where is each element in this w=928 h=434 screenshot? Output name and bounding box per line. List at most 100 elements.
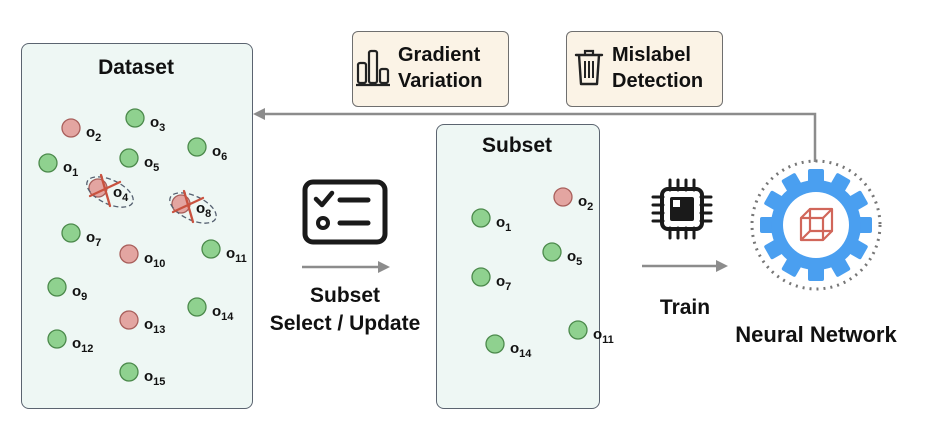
dataset-point-o7 (61, 223, 81, 243)
subset-point-o7 (471, 267, 491, 287)
point-label-base: o (510, 340, 519, 357)
point-label-subscript: 7 (95, 237, 101, 249)
dataset-point-o6 (187, 137, 207, 157)
gear-tooth (808, 267, 824, 281)
subset-panel (436, 124, 600, 409)
point-label-base: o (72, 283, 81, 300)
mislabel-dashed-ellipse (169, 192, 217, 224)
subset-point-label: o11 (593, 326, 614, 346)
gradient-variation-tag (352, 31, 509, 107)
point-label-base: o (86, 229, 95, 246)
mislabel-dashed-ellipse (86, 176, 134, 208)
point-label-base: o (144, 154, 153, 171)
subset-point-o5 (542, 242, 562, 262)
subset-point-o2 (553, 187, 573, 207)
point-label-subscript: 5 (153, 162, 159, 174)
point-label-subscript: 1 (505, 222, 511, 234)
point-label-base: o (144, 316, 153, 333)
point-label-base: o (113, 184, 122, 201)
point-label-base: o (63, 159, 72, 176)
point-label-subscript: 12 (81, 343, 93, 355)
dataset-point-label: o10 (144, 250, 165, 270)
gear-tooth (858, 217, 872, 233)
dataset-point-o5 (119, 148, 139, 168)
point-label-subscript: 15 (153, 376, 165, 388)
subset-point-label: o14 (510, 340, 532, 360)
gradient-variation-text: Gradient Variation (398, 42, 482, 94)
dataset-point-o14 (187, 297, 207, 317)
point-label-base: o (496, 273, 505, 290)
subset-point-label: o5 (567, 248, 582, 268)
dataset-point-label: o11 (226, 245, 247, 265)
point-label-base: o (212, 303, 221, 320)
point-label-subscript: 14 (221, 311, 234, 323)
gradient-line1: Gradient (398, 44, 481, 66)
point-label-subscript: 13 (153, 324, 165, 336)
point-label-subscript: 6 (221, 151, 227, 163)
point-label-base: o (144, 368, 153, 385)
checklist-icon (302, 179, 388, 245)
gear-tooth (760, 217, 774, 233)
point-label-base: o (496, 214, 505, 231)
point-label-subscript: 2 (95, 132, 101, 144)
point-label-subscript: 11 (602, 334, 614, 346)
subset-point-o14 (485, 334, 505, 354)
neural-network-label: Neural Network (735, 322, 897, 347)
point-label-base: o (196, 200, 205, 217)
point-label-base: o (212, 143, 221, 160)
train-arrow (642, 260, 728, 272)
point-label-subscript: 5 (576, 256, 582, 268)
subset-point-label: o7 (496, 273, 511, 293)
point-label-subscript: 11 (235, 253, 247, 265)
point-label-subscript: 14 (519, 348, 532, 360)
dataset-point-o9 (47, 277, 67, 297)
dataset-point-label: o12 (72, 335, 93, 355)
point-label-subscript: 7 (505, 281, 511, 293)
dataset-point-label: o15 (144, 368, 165, 388)
dataset-point-label: o8 (196, 200, 211, 220)
subset-point-o1 (471, 208, 491, 228)
subset-point-o11 (568, 320, 588, 340)
dataset-point-o13 (119, 310, 139, 330)
gradient-line2: Variation (398, 70, 483, 92)
mislabel-detection-text: Mislabel Detection (612, 42, 703, 94)
trash-icon (574, 49, 604, 86)
cpu-chip-icon (651, 178, 713, 240)
point-label-subscript: 9 (81, 291, 87, 303)
mislabel-line1: Mislabel (612, 44, 691, 66)
subset-title: Subset (481, 134, 552, 157)
point-label-base: o (144, 250, 153, 267)
dataset-point-o12 (47, 329, 67, 349)
select-line2: Select / Update (269, 312, 421, 335)
point-label-subscript: 1 (72, 167, 78, 179)
point-label-subscript: 2 (587, 201, 593, 213)
dataset-point-label: o1 (63, 159, 78, 179)
dataset-point-o10 (119, 244, 139, 264)
point-label-subscript: 3 (159, 122, 165, 134)
gear-tooth (808, 169, 824, 183)
mislabel-line2: Detection (612, 70, 704, 92)
dataset-point-o11 (201, 239, 221, 259)
dataset-point-o15 (119, 362, 139, 382)
point-label-base: o (150, 114, 159, 131)
select-line1: Subset (309, 284, 380, 307)
subset-point-label: o1 (496, 214, 511, 234)
subset-point-label: o2 (578, 193, 593, 213)
gear-cube-icon (750, 159, 882, 291)
dataset-title: Dataset (98, 56, 174, 79)
point-label-subscript: 10 (153, 258, 165, 270)
point-label-base: o (86, 124, 95, 141)
point-label-base: o (578, 193, 587, 210)
dataset-point-label: o7 (86, 229, 101, 249)
point-label-base: o (226, 245, 235, 262)
dataset-point-label: o9 (72, 283, 87, 303)
point-label-subscript: 4 (122, 192, 129, 204)
select-arrow (302, 261, 390, 273)
dataset-point-o2 (61, 118, 81, 138)
point-label-subscript: 8 (205, 208, 211, 220)
point-label-base: o (72, 335, 81, 352)
train-label: Train (659, 296, 711, 319)
select-update-label: Subset Select / Update (256, 282, 434, 338)
